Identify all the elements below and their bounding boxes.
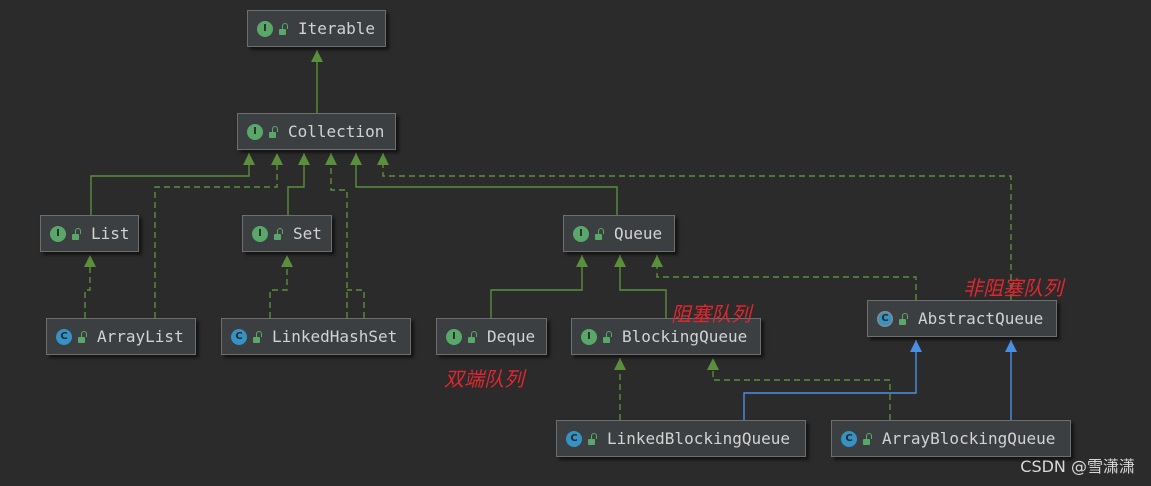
public-lock-icon <box>588 432 597 445</box>
node-label: AbstractQueue <box>918 309 1044 328</box>
edge-collection-iterable <box>311 50 323 113</box>
node-label: BlockingQueue <box>622 327 748 346</box>
node-label: Queue <box>614 224 663 243</box>
arrowhead <box>377 153 389 165</box>
node-linkedhashset[interactable]: C LinkedHashSet <box>221 318 411 355</box>
public-lock-icon <box>253 330 262 343</box>
abstract-class-icon: C <box>877 310 893 327</box>
edge-blockingqueue-queue <box>614 255 667 318</box>
node-arrayblockingqueue[interactable]: C ArrayBlockingQueue <box>831 420 1071 457</box>
arrowhead <box>1005 340 1017 352</box>
node-arraylist[interactable]: C ArrayList <box>46 318 196 355</box>
public-lock-icon <box>274 227 283 240</box>
class-icon: C <box>566 430 582 447</box>
watermark: CSDN @雪潇潇 <box>1020 457 1135 476</box>
public-lock-icon <box>863 432 872 445</box>
edge-linkedhashset-collection <box>325 153 348 318</box>
node-label: List <box>91 224 130 243</box>
node-queue[interactable]: I Queue <box>563 215 675 252</box>
public-lock-icon <box>279 22 288 35</box>
edge-arraylist-collection <box>154 153 283 318</box>
node-label: LinkedBlockingQueue <box>607 429 791 448</box>
edge-list-collection <box>90 153 255 215</box>
edge-arrayblockingqueue-abstractqueue <box>1005 340 1017 420</box>
arrowhead <box>576 255 588 267</box>
edge-linkedblockingqueue-abstractqueue <box>743 340 922 420</box>
interface-icon: I <box>247 123 263 140</box>
node-label: Iterable <box>298 19 376 38</box>
interface-icon: I <box>50 225 66 242</box>
edge-linkedhashset-hashset <box>347 289 365 318</box>
node-list[interactable]: I List <box>40 215 139 252</box>
edge-queue-collection <box>350 153 618 215</box>
arrowhead <box>325 153 337 165</box>
edge-arraylist-list <box>84 255 96 318</box>
interface-icon: I <box>252 225 268 242</box>
public-lock-icon <box>595 227 604 240</box>
arrowhead <box>311 50 323 62</box>
arrowhead <box>350 153 362 165</box>
arrowhead <box>298 153 310 165</box>
arrowhead <box>910 340 922 352</box>
node-set[interactable]: I Set <box>242 215 332 252</box>
edge-deque-queue <box>490 255 588 318</box>
interface-icon: I <box>581 328 597 345</box>
public-lock-icon <box>72 227 81 240</box>
edge-abstractqueue-collection <box>377 153 1012 300</box>
annotation-non-blocking-queue: 非阻塞队列 <box>963 276 1063 300</box>
arrowhead <box>614 358 626 370</box>
arrowhead <box>707 358 719 370</box>
arrowhead <box>614 255 626 267</box>
node-linkedblockingqueue[interactable]: C LinkedBlockingQueue <box>556 420 806 457</box>
edge-abstractqueue-queue <box>651 255 917 300</box>
arrowhead <box>84 255 96 267</box>
arrowhead <box>651 255 663 267</box>
public-lock-icon <box>899 312 908 325</box>
node-label: Set <box>293 224 322 243</box>
annotation-deque: 双端队列 <box>444 367 524 391</box>
node-label: ArrayList <box>97 327 184 346</box>
interface-icon: I <box>446 328 462 345</box>
public-lock-icon <box>468 330 477 343</box>
node-abstractqueue[interactable]: C AbstractQueue <box>867 300 1057 337</box>
interface-icon: I <box>573 225 589 242</box>
edge-set-collection <box>287 153 310 215</box>
public-lock-icon <box>269 125 278 138</box>
annotation-blocking-queue: 阻塞队列 <box>671 302 751 326</box>
node-label: LinkedHashSet <box>272 327 398 346</box>
node-iterable[interactable]: I Iterable <box>247 10 386 47</box>
arrowhead <box>271 153 283 165</box>
class-icon: C <box>231 328 247 345</box>
class-icon: C <box>841 430 857 447</box>
node-label: Collection <box>288 122 385 141</box>
public-lock-icon <box>78 330 87 343</box>
node-label: ArrayBlockingQueue <box>882 429 1056 448</box>
class-icon: C <box>56 328 72 345</box>
edge-linkedblockingqueue-blockingqueue <box>614 358 626 420</box>
node-collection[interactable]: I Collection <box>237 113 396 150</box>
edge-linkedhashset-set <box>269 255 293 318</box>
arrowhead <box>281 255 293 267</box>
node-deque[interactable]: I Deque <box>436 318 547 355</box>
arrowhead <box>243 153 255 165</box>
edge-arrayblockingqueue-blockingqueue <box>707 358 891 420</box>
node-blockingqueue[interactable]: I BlockingQueue <box>571 318 761 355</box>
interface-icon: I <box>257 20 273 37</box>
public-lock-icon <box>603 330 612 343</box>
node-label: Deque <box>487 327 536 346</box>
